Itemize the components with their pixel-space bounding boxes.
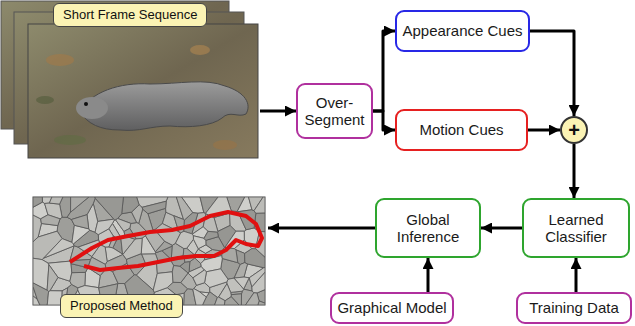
node-label: Appearance Cues [402,22,522,39]
superpixel [193,270,207,285]
result-image: Proposed Method [33,195,268,320]
superpixel [224,297,239,305]
cue-box: Appearance Cues [395,10,530,52]
superpixel [95,219,114,234]
flow-arrow [530,31,574,116]
superpixel [234,263,247,278]
flow-arrow [260,110,296,113]
frame-stack [1,1,258,158]
flow-arrow [573,144,576,198]
node-label: Training Data [529,299,619,316]
node-label: Over- Segment [303,94,366,129]
superpixel [204,231,218,240]
superpixel [249,268,265,287]
superpixel [47,265,58,292]
superpixel [200,292,209,297]
input-box: Graphical Model [330,292,454,324]
superpixel [33,197,42,207]
superpixel [215,297,226,305]
superpixel [44,239,74,258]
superpixel [176,197,192,220]
superpixel [153,272,173,293]
flow-arrow [373,31,395,111]
image-label: Proposed Method [60,294,183,318]
node-label: Global Inference [382,211,474,246]
flow-arrow [575,258,578,292]
flow-arrow [427,258,430,292]
segmentation-result [33,197,265,305]
superpixel [71,197,89,212]
superpixel [246,293,260,305]
superpixel [123,238,142,259]
superpixel [193,289,206,305]
cue-box: Motion Cues [395,109,528,151]
sum-circle: + [560,116,588,144]
superpixel [172,266,188,283]
node-label: Graphical Model [337,299,446,316]
input-frames: Short Frame Sequence [0,0,260,160]
flow-arrow [373,111,395,130]
superpixel [205,269,228,288]
superpixel [122,197,139,214]
process-box: Learned Classifier [522,198,630,258]
superpixel [234,277,249,289]
node-label: Motion Cues [419,121,503,138]
image-label: Short Frame Sequence [53,3,207,27]
superpixel [71,215,88,229]
flow-arrow [528,129,560,132]
input-box: Training Data [516,292,632,324]
process-box: Global Inference [375,198,481,258]
superpixel [41,215,60,226]
flow-arrow [268,227,375,230]
superpixel [33,258,49,290]
flow-arrow [481,227,522,230]
node-label: Learned Classifier [529,211,623,246]
superpixel [254,197,265,213]
node-label: + [568,120,580,140]
process-box: Over- Segment [296,83,373,139]
superpixel [95,197,123,220]
superpixel [142,201,166,213]
superpixel [49,197,62,204]
superpixel [175,231,193,248]
